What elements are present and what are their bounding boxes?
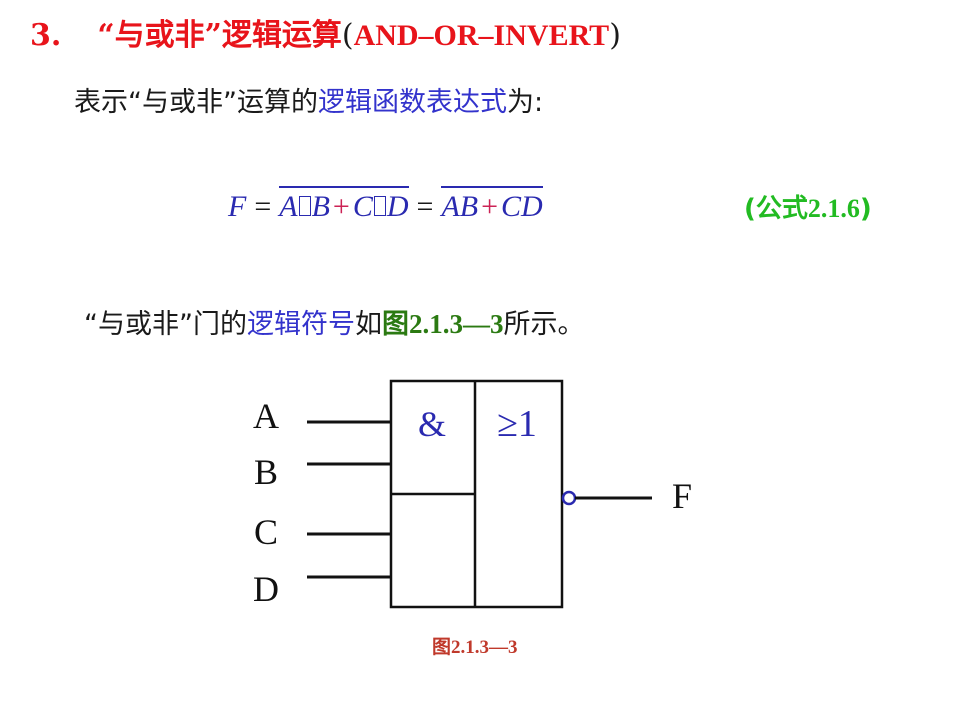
eqno-open: (公式 <box>744 194 808 224</box>
expression-intro-line: 表示“与或非”运算的逻辑函数表达式为: <box>74 80 543 119</box>
title-number: 3. <box>30 18 62 53</box>
line1-suffix: 为: <box>506 87 544 118</box>
input-label-a: A <box>253 396 279 436</box>
input-label-c: C <box>254 512 278 552</box>
eqno-num: 2.1.6 <box>807 194 860 223</box>
formula-ab: AB <box>441 190 479 223</box>
and-dot-box <box>373 196 386 216</box>
line2-mid: 如 <box>354 309 382 340</box>
formula-plus-2: + <box>481 190 499 223</box>
line1-prefix: 表示“与或非”运算的 <box>74 87 318 118</box>
formula-eq-2: = <box>416 190 434 223</box>
input-label-d: D <box>253 569 279 609</box>
title-text: “与或非”逻辑运算 <box>97 18 342 53</box>
equation-number: (公式2.1.6) <box>744 188 872 225</box>
formula-cd: CD <box>501 190 543 223</box>
formula-overbar-2: AB+CD <box>441 186 543 224</box>
title-paren-close: ) <box>609 18 621 53</box>
formula-b: B <box>311 190 330 223</box>
title-english: AND–OR–INVERT <box>353 19 610 52</box>
slide-title: 3. “与或非”逻辑运算(AND–OR–INVERT) <box>30 10 621 54</box>
input-label-b: B <box>254 452 278 492</box>
eqno-close: ) <box>859 194 872 224</box>
formula-a: A <box>279 190 298 223</box>
line2-suffix: 所示。 <box>503 309 585 340</box>
title-paren-open: ( <box>341 18 354 53</box>
line2-figref: 图2.1.3—3 <box>381 309 504 339</box>
formula-d: D <box>386 190 409 223</box>
line1-highlight: 逻辑函数表达式 <box>317 87 507 118</box>
formula-f: F <box>228 190 247 223</box>
figure-caption: 图2.1.3—3 <box>432 637 518 658</box>
and-symbol: & <box>418 404 446 444</box>
and-dot-box <box>298 196 311 216</box>
formula-eq-1: = <box>254 190 272 223</box>
formula-c: C <box>352 190 373 223</box>
symbol-intro-line: “与或非”门的逻辑符号如图2.1.3—3所示。 <box>84 302 584 341</box>
formula-plus-1: + <box>332 190 350 223</box>
output-label: F <box>672 476 692 516</box>
inversion-bubble <box>561 490 577 506</box>
line2-prefix: “与或非”门的 <box>84 309 247 340</box>
or-symbol: ≥1 <box>497 403 537 445</box>
line2-highlight: 逻辑符号 <box>246 309 355 340</box>
